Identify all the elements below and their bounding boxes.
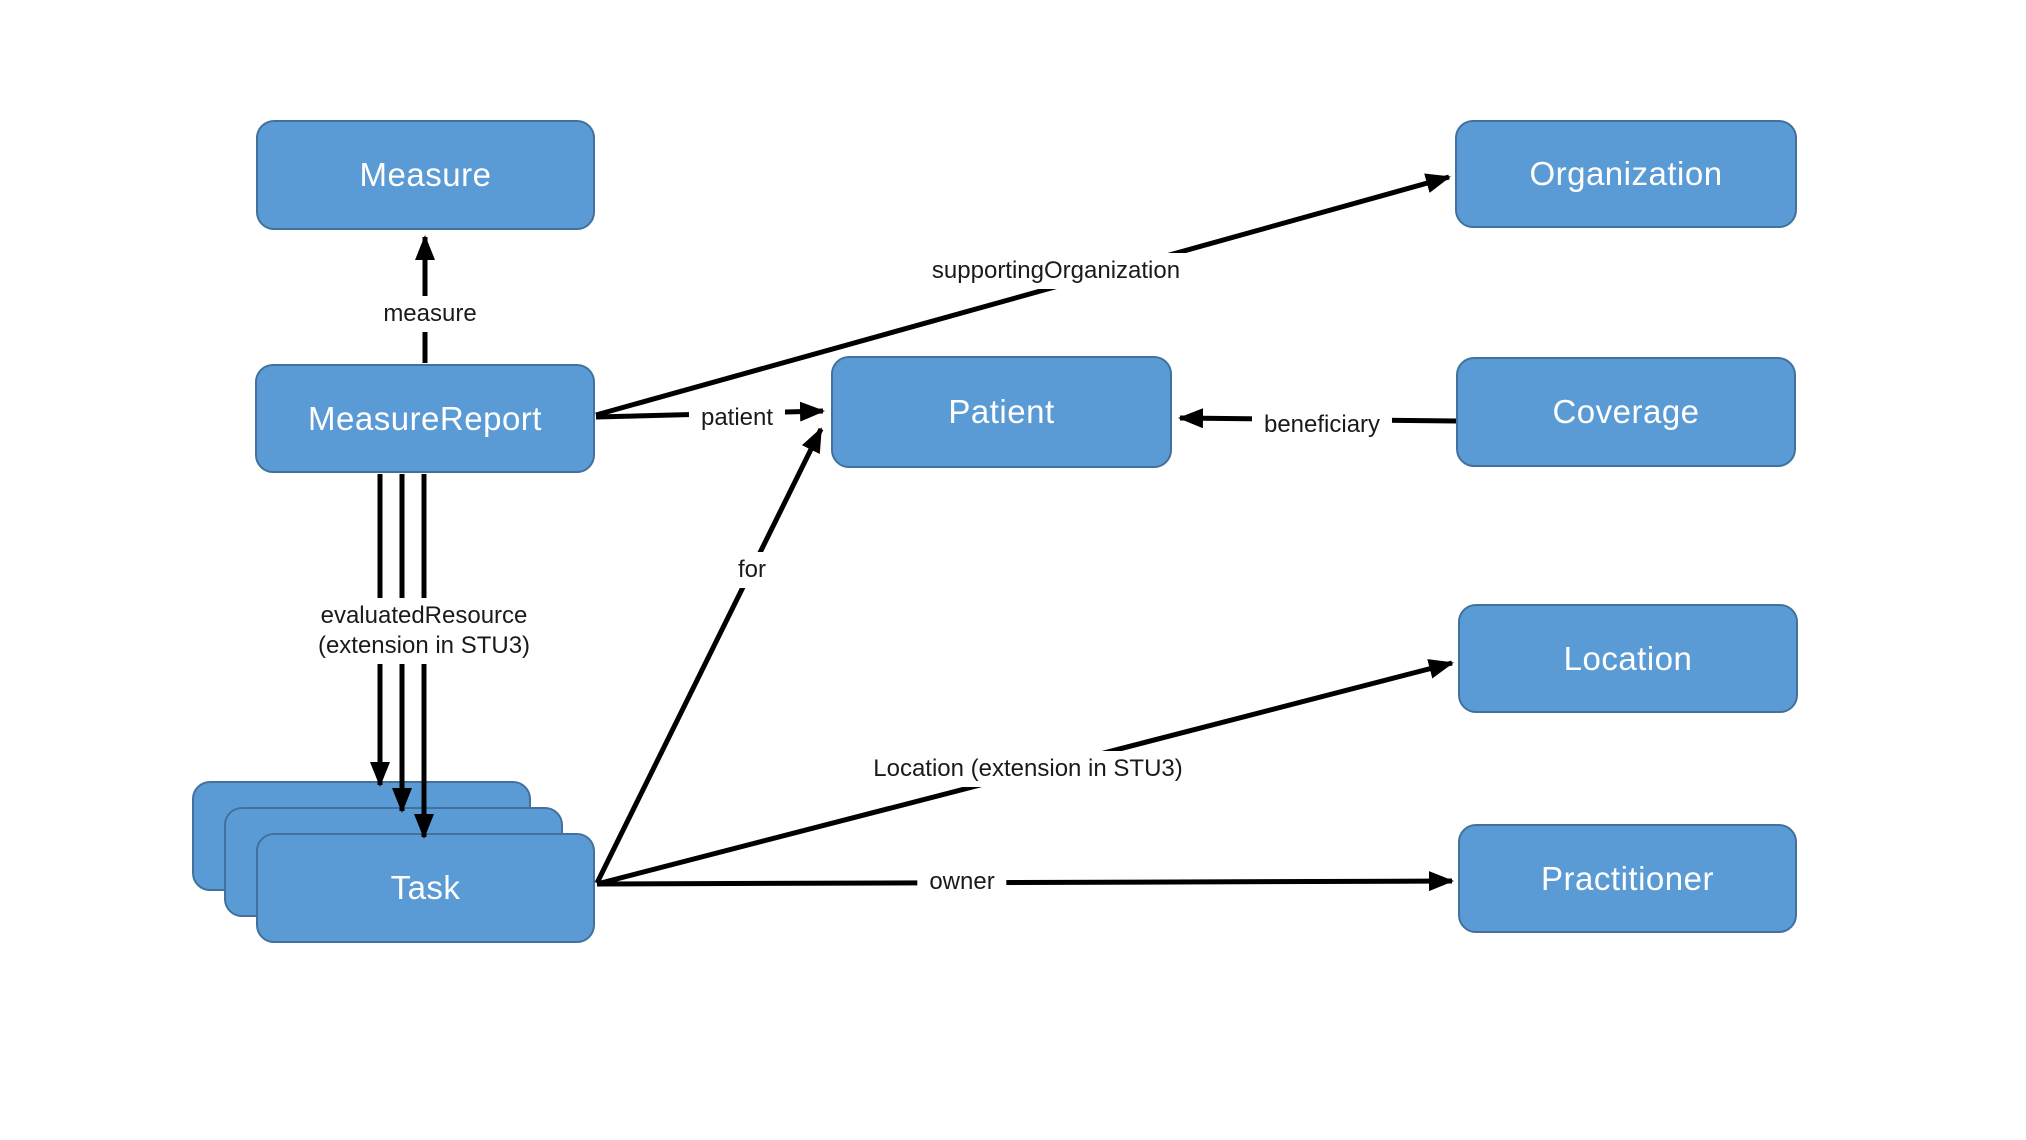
node-organization-label: Organization — [1529, 155, 1723, 192]
node-coverage-label: Coverage — [1552, 393, 1700, 430]
node-practitioner: Practitioner — [1458, 824, 1797, 933]
node-location: Location — [1458, 604, 1798, 713]
edge-label-owner: owner — [917, 864, 1007, 900]
node-measure-label: Measure — [359, 156, 492, 193]
node-coverage: Coverage — [1456, 357, 1796, 467]
node-patient: Patient — [831, 356, 1172, 468]
node-practitioner-label: Practitioner — [1541, 859, 1714, 897]
edge-label-beneficiary: beneficiary — [1251, 407, 1393, 443]
edge-label-evaluated-resource-line1: evaluatedResource — [320, 602, 528, 629]
node-organization: Organization — [1455, 120, 1797, 228]
node-task-label: Task — [390, 869, 461, 906]
edge-label-measure: measure — [371, 296, 489, 332]
edge-label-location-extension: Location (extension in STU3) — [861, 751, 1195, 787]
edge-label-evaluated-resource-line2: (extension in STU3) — [317, 632, 531, 659]
arrow-for — [594, 427, 824, 885]
node-measure-report-label: MeasureReport — [308, 399, 542, 437]
node-location-label: Location — [1563, 639, 1693, 677]
edge-label-patient: patient — [688, 400, 786, 436]
node-measure-report: MeasureReport — [255, 364, 595, 473]
edge-label-evaluated-resource: evaluatedResource (extension in STU3) — [305, 598, 543, 664]
arrow-owner — [596, 871, 1454, 892]
node-patient-label: Patient — [948, 393, 1055, 430]
node-task: Task — [256, 833, 595, 943]
edge-label-for: for — [725, 552, 779, 588]
node-measure: Measure — [256, 120, 595, 230]
edge-label-supporting-organization: supportingOrganization — [919, 253, 1193, 289]
